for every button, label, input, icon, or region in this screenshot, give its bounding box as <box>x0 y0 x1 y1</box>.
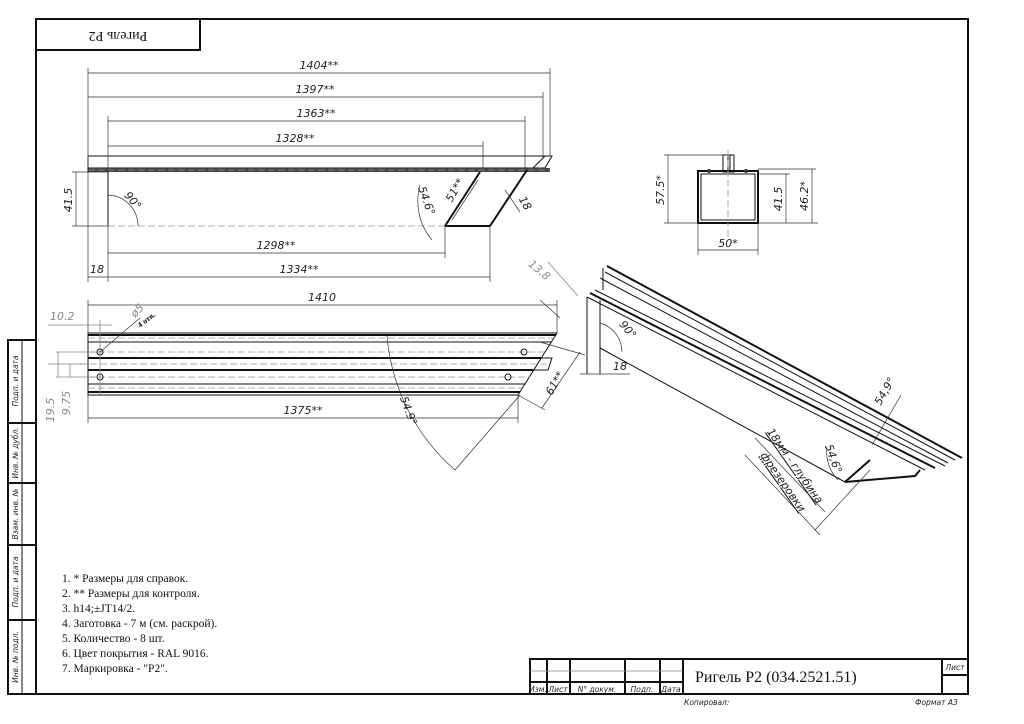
angle-54-9: 54.9° <box>397 394 419 427</box>
iso-angle-54-9: 54,9° <box>872 375 898 407</box>
header-sheet: Лист <box>547 685 568 694</box>
dim-41-5-section: 41.5 <box>772 187 785 212</box>
stamp-original-inv: Инв. № подл. <box>11 631 20 683</box>
dim-18: 18 <box>90 263 104 276</box>
dim-51: 51** <box>443 176 467 205</box>
section-view: 57.5* 41.5 46.2* 50* <box>654 150 818 255</box>
dim-1410: 1410 <box>308 291 336 304</box>
sheet-label: Ригель P2 <box>89 28 148 43</box>
dim-1363: 1363** <box>297 107 336 120</box>
copied-by: Копировал: <box>684 698 729 707</box>
note-6: 6. Цвет покрытия - RAL 9016. <box>62 648 209 660</box>
front-view: 1404** 1397** 1363** 1328** 1298** 1334*… <box>62 59 553 282</box>
note-5: 5. Количество - 8 шт. <box>62 633 165 645</box>
hole <box>504 373 512 381</box>
dim-41-5: 41.5 <box>62 188 75 213</box>
header-doc-number: N° докум. <box>578 685 617 694</box>
dim-61: 61** <box>543 369 567 398</box>
dim-19-5: 19.5 <box>44 398 57 423</box>
stamp-replace-inv: Взам. инв. № <box>11 488 20 539</box>
notes: 1. * Размеры для справок. 2. ** Размеры … <box>62 573 217 675</box>
dim-1328: 1328** <box>276 132 315 145</box>
dim-50: 50* <box>718 237 738 250</box>
iso-dim-18: 18 <box>613 360 627 373</box>
dim-1404: 1404** <box>300 59 339 72</box>
dim-13-8: 13.8 <box>526 257 553 283</box>
stamp-column: Подп. и дата Инв. № дубл. Взам. инв. № П… <box>7 339 37 695</box>
note-3: 3. h14;±JT14/2. <box>62 603 135 615</box>
header-date: Дата <box>660 685 681 694</box>
top-view: 1410 1375** 10.2 ø5 4 отв. 19.5 9.75 54.… <box>44 257 586 471</box>
stamp-sign-date-2: Подп. и дата <box>11 556 20 607</box>
sheet-cell-label: Лист <box>944 663 965 672</box>
note-7: 7. Маркировка - "P2". <box>62 663 168 675</box>
sheet-label-box <box>35 18 201 51</box>
header-signature: Подп. <box>631 685 654 694</box>
dim-1334: 1334** <box>280 263 319 276</box>
stamp-sign-date-1: Подп. и дата <box>11 355 20 406</box>
dim-10-2: 10.2 <box>50 310 75 323</box>
hole <box>520 348 528 356</box>
dim-9-75: 9.75 <box>60 391 73 416</box>
dim-1375: 1375** <box>284 404 323 417</box>
note-1: 1. * Размеры для справок. <box>62 573 188 585</box>
note-2: 2. ** Размеры для контроля. <box>62 588 200 600</box>
angle-54-6: 54.6° <box>415 184 437 217</box>
angle-90: 90° <box>121 189 143 212</box>
stamp-dup-inv: Инв. № дубл. <box>11 427 20 478</box>
header-change: Изм. <box>529 685 547 694</box>
dim-1397: 1397** <box>296 83 335 96</box>
dim-1298: 1298** <box>257 239 296 252</box>
sheet-format: Формат А3 <box>915 698 958 707</box>
iso-angle-54-6: 54,6° <box>822 442 844 475</box>
drawing-title: Ригель P2 (034.2521.51) <box>695 669 857 686</box>
dim-57-5: 57.5* <box>654 175 667 205</box>
isometric-view: 90° 18 54,9° 54,6° 18мм - глубина фрезер… <box>580 265 963 536</box>
note-4: 4. Заготовка - 7 м (см. раскрой). <box>62 618 217 630</box>
dim-46-2: 46.2* <box>798 181 811 211</box>
title-block: Изм. Лист N° докум. Подп. Дата Ригель P2… <box>529 658 969 707</box>
dim-18-cut: 18 <box>516 194 534 213</box>
